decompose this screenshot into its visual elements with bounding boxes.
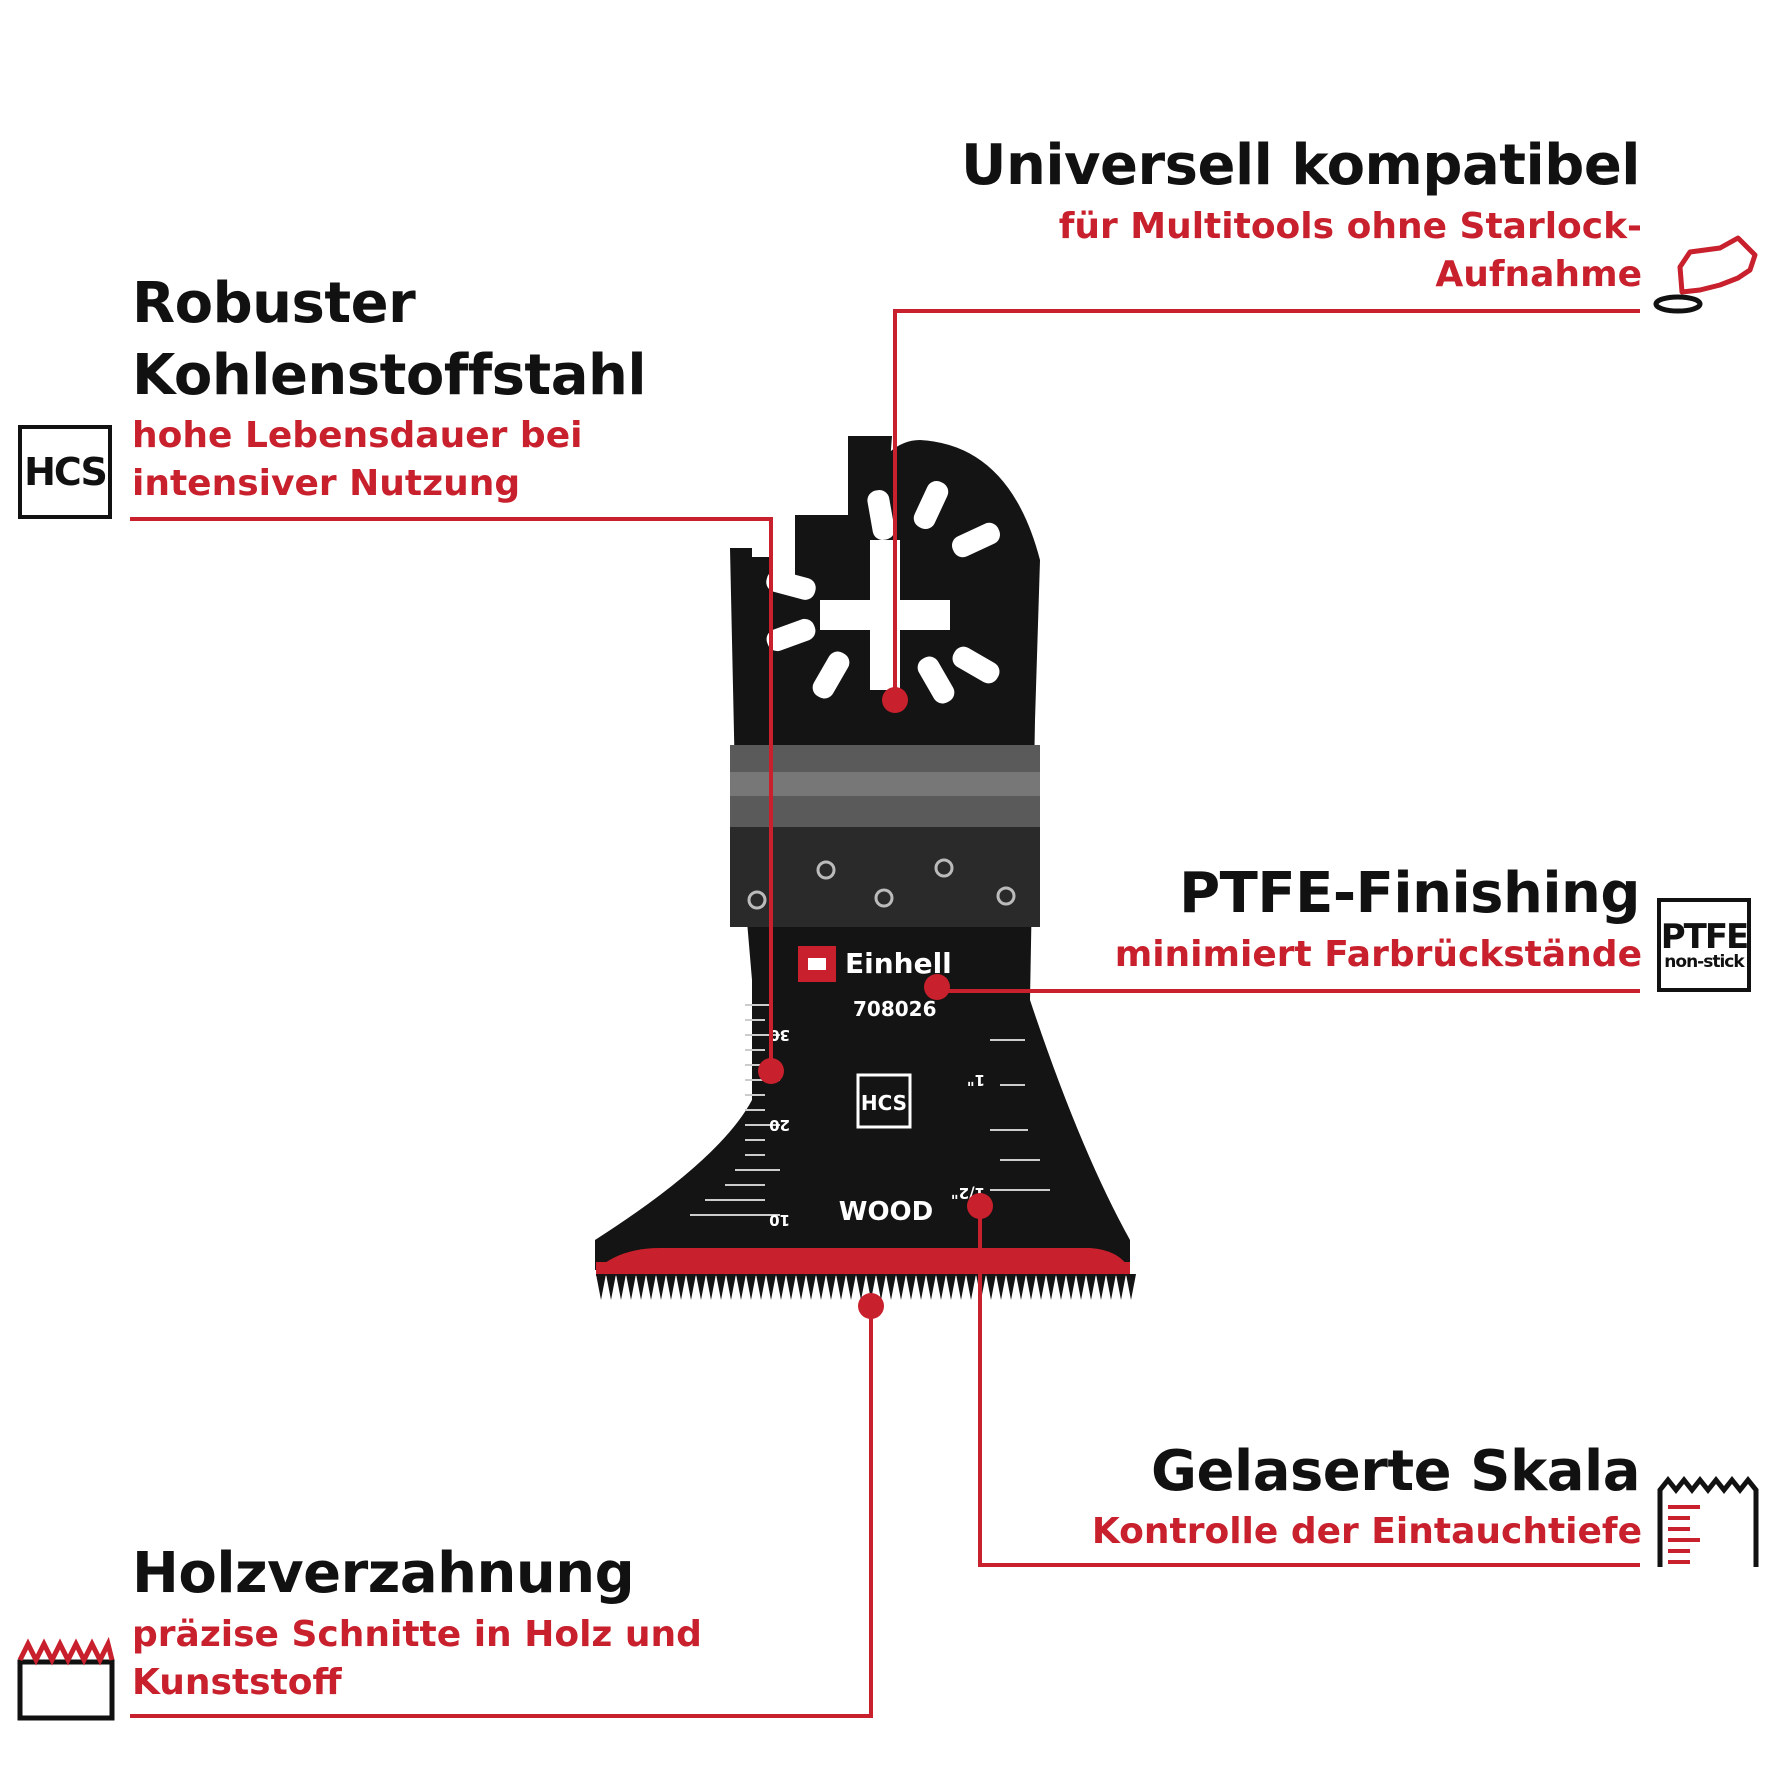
depth-scale-icon: [1657, 1475, 1759, 1567]
ptfe-badge-bottom: non-stick: [1664, 951, 1744, 972]
blade-application-mark: WOOD: [839, 1197, 933, 1227]
wood-title: Holzverzahnung: [132, 1541, 635, 1606]
multitool-icon: [1653, 235, 1758, 314]
wood-teeth-icon: [17, 1636, 115, 1721]
blade-material-mark: HCS: [861, 1091, 907, 1115]
hcs-badge-label: HCS: [24, 450, 108, 494]
scale-label-10: 10: [769, 1211, 790, 1229]
scale-title: Gelaserte Skala: [1151, 1439, 1640, 1504]
scale-label-20: 20: [769, 1116, 790, 1134]
scale-label-1in: 1": [967, 1071, 985, 1089]
steel-subtitle-line1: hohe Lebensdauer bei: [132, 415, 583, 456]
steel-title-line1: Robuster: [132, 271, 416, 336]
scale-subtitle: Kontrolle der Eintauchtiefe: [1091, 1511, 1642, 1552]
compat-title: Universell kompatibel: [961, 133, 1641, 198]
wood-subtitle-line2: Kunststoff: [132, 1662, 342, 1703]
ptfe-subtitle: minimiert Farbrückstände: [1114, 934, 1642, 975]
callout-lines: [130, 309, 1640, 1718]
wood-subtitle-line1: präzise Schnitte in Holz und: [132, 1614, 702, 1655]
article-number: 708026: [853, 997, 937, 1021]
steel-subtitle-line2: intensiver Nutzung: [132, 463, 521, 504]
callout-dots: [758, 687, 993, 1319]
einhell-logo: Einhell: [798, 946, 952, 982]
compat-subtitle-line2: Aufnahme: [1435, 254, 1642, 295]
ptfe-badge: PTFE non-stick: [1657, 898, 1751, 992]
ptfe-title: PTFE-Finishing: [1179, 861, 1640, 926]
saw-blade: Einhell 708026 HCS WOOD 30 20 10 1" 1/2": [595, 436, 1136, 1300]
compat-subtitle-line1: für Multitools ohne Starlock-: [1058, 206, 1642, 247]
mount-hole-icon: [766, 480, 1001, 704]
hcs-badge: HCS: [18, 425, 112, 519]
ptfe-badge-top: PTFE: [1660, 916, 1750, 957]
steel-title-line2: Kohlenstoffstahl: [132, 343, 647, 408]
scale-label-30: 30: [769, 1026, 790, 1044]
